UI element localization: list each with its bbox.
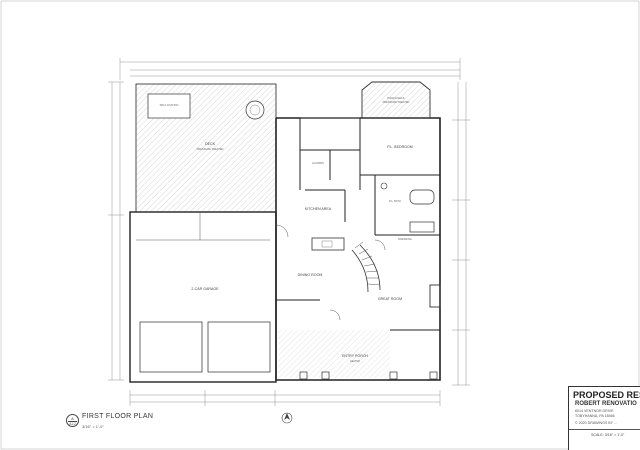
left-dimension-lines [108,81,124,381]
fireplace [429,284,441,308]
north-arrow-icon [281,412,293,424]
door-swings [275,224,386,321]
kitchen-label: KITCHEN AREA [305,207,332,211]
spa-label: SPA LOCATION [160,103,179,107]
client-name: ROBERT RENOVATIO [575,401,637,407]
deck-sub-label: PRESSURE TREATED [197,147,224,151]
entry-porch [278,330,390,378]
porch-deck-sub-label: PRESSURE TREATED [383,100,410,104]
interior-partitions [276,118,440,331]
address-line-2: TOBYHANNA, PA 18466 [575,414,615,418]
plan-scale: 3/16" = 1'-0" [82,424,104,429]
dressing-label: DRESSING [398,237,412,241]
great-room-label: GREAT ROOM [378,297,402,301]
right-dimension-lines [452,82,470,386]
bath-tub [409,189,435,205]
bath-label: P.L. BATH [389,199,401,203]
bottom-dimension-lines [129,390,441,406]
title-block-divider [569,429,640,430]
plan-title: FIRST FLOOR PLAN [82,413,154,420]
curved-stair [351,241,381,293]
detail-divider [68,421,77,422]
spa-location [147,93,191,119]
deck-label: DECK [205,142,216,146]
garage-label: 2-CAR GARAGE [191,287,219,291]
garage [129,211,277,383]
entry-porch-sub-label: HEATED [350,359,360,363]
dining-label: DINING ROOM [298,273,323,277]
copyright-note: © 2020 DRAWINGS BY ... [575,421,617,425]
porch-deck-label: PORCH DECK [387,96,405,100]
title-block: PROPOSED RES ROBERT RENOVATIO 6014 VENTN… [568,386,640,450]
porch-deck [361,81,431,119]
entry-porch-label: ENTRY PORCH [342,354,368,358]
laundry-label: LAUNDRY [312,161,325,165]
kitchen-island [311,237,345,251]
address-line-1: 6014 VENTNOR DRIVE [575,409,614,413]
project-title: PROPOSED RES [573,390,640,400]
bedroom-label: P.L. BEDROOM [387,145,413,149]
bath-vanity [409,221,435,233]
detail-number: A [71,416,74,421]
detail-sheet-ref: A1.2 [69,422,76,426]
spa-tub [245,100,265,120]
detail-bubble: A A1.2 [66,414,79,427]
porch-columns [299,371,438,380]
top-dimension-lines [119,58,461,80]
title-block-scale: SCALE: 3/16" = 1'-0" [591,433,625,437]
